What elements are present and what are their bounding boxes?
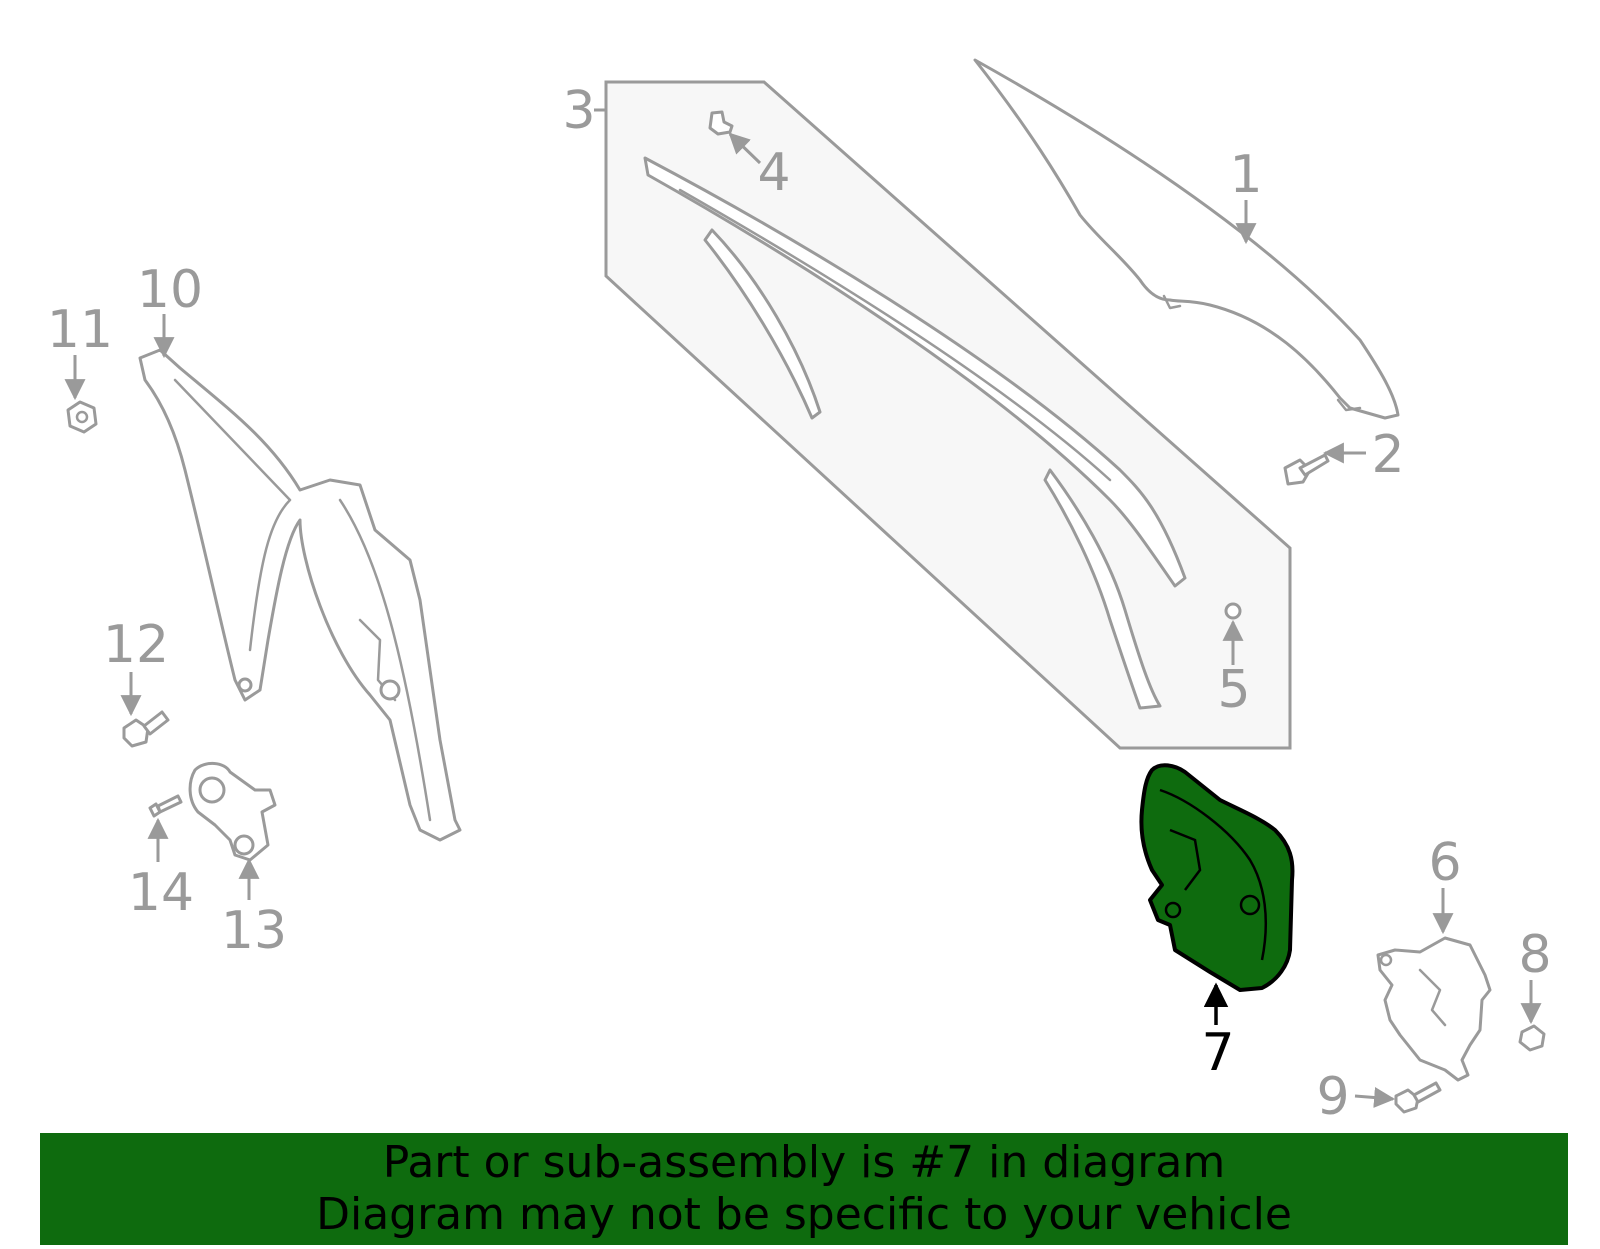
callout-label-13: 13 (221, 901, 287, 961)
run-channel-part-3[interactable] (643, 156, 1187, 710)
highlighted-panel-part-7[interactable] (1139, 763, 1295, 992)
banner-line-1: Part or sub-assembly is #7 in diagram (382, 1137, 1226, 1188)
bolt-part-2[interactable] (1283, 453, 1330, 486)
callout-label-7: 7 (1201, 1023, 1234, 1083)
callout-label-5: 5 (1217, 660, 1250, 720)
callout-label-9: 9 (1316, 1067, 1349, 1127)
callout-label-11: 11 (47, 300, 113, 360)
clip-part-4[interactable] (708, 110, 734, 136)
bolt-part-9[interactable] (1394, 1081, 1442, 1114)
pin-part-14[interactable] (148, 794, 183, 818)
callout-label-3: 3 (562, 81, 595, 141)
door-glass-part-1[interactable] (973, 58, 1400, 420)
callout-label-12: 12 (103, 615, 169, 675)
window-regulator-part-10[interactable] (138, 348, 462, 842)
banner-line-2: Diagram may not be specific to your vehi… (316, 1189, 1292, 1240)
nut-part-11[interactable] (66, 400, 98, 434)
callout-label-4: 4 (757, 143, 790, 203)
callout-label-6: 6 (1428, 833, 1461, 893)
callout-label-8: 8 (1518, 925, 1551, 985)
info-banner: Part or sub-assembly is #7 in diagram Di… (40, 1133, 1568, 1245)
motor-part-6[interactable] (1376, 936, 1492, 1082)
assembly-3-group-box (604, 80, 1292, 750)
nut-part-8[interactable] (1518, 1024, 1546, 1052)
callout-label-14: 14 (128, 863, 194, 923)
callout-label-10: 10 (137, 260, 203, 320)
bracket-part-13[interactable] (188, 762, 277, 862)
callout-label-2: 2 (1371, 425, 1404, 485)
bolt-part-12[interactable] (122, 710, 170, 748)
callout-label-1: 1 (1229, 145, 1262, 205)
grommet-part-5[interactable] (1224, 602, 1242, 620)
